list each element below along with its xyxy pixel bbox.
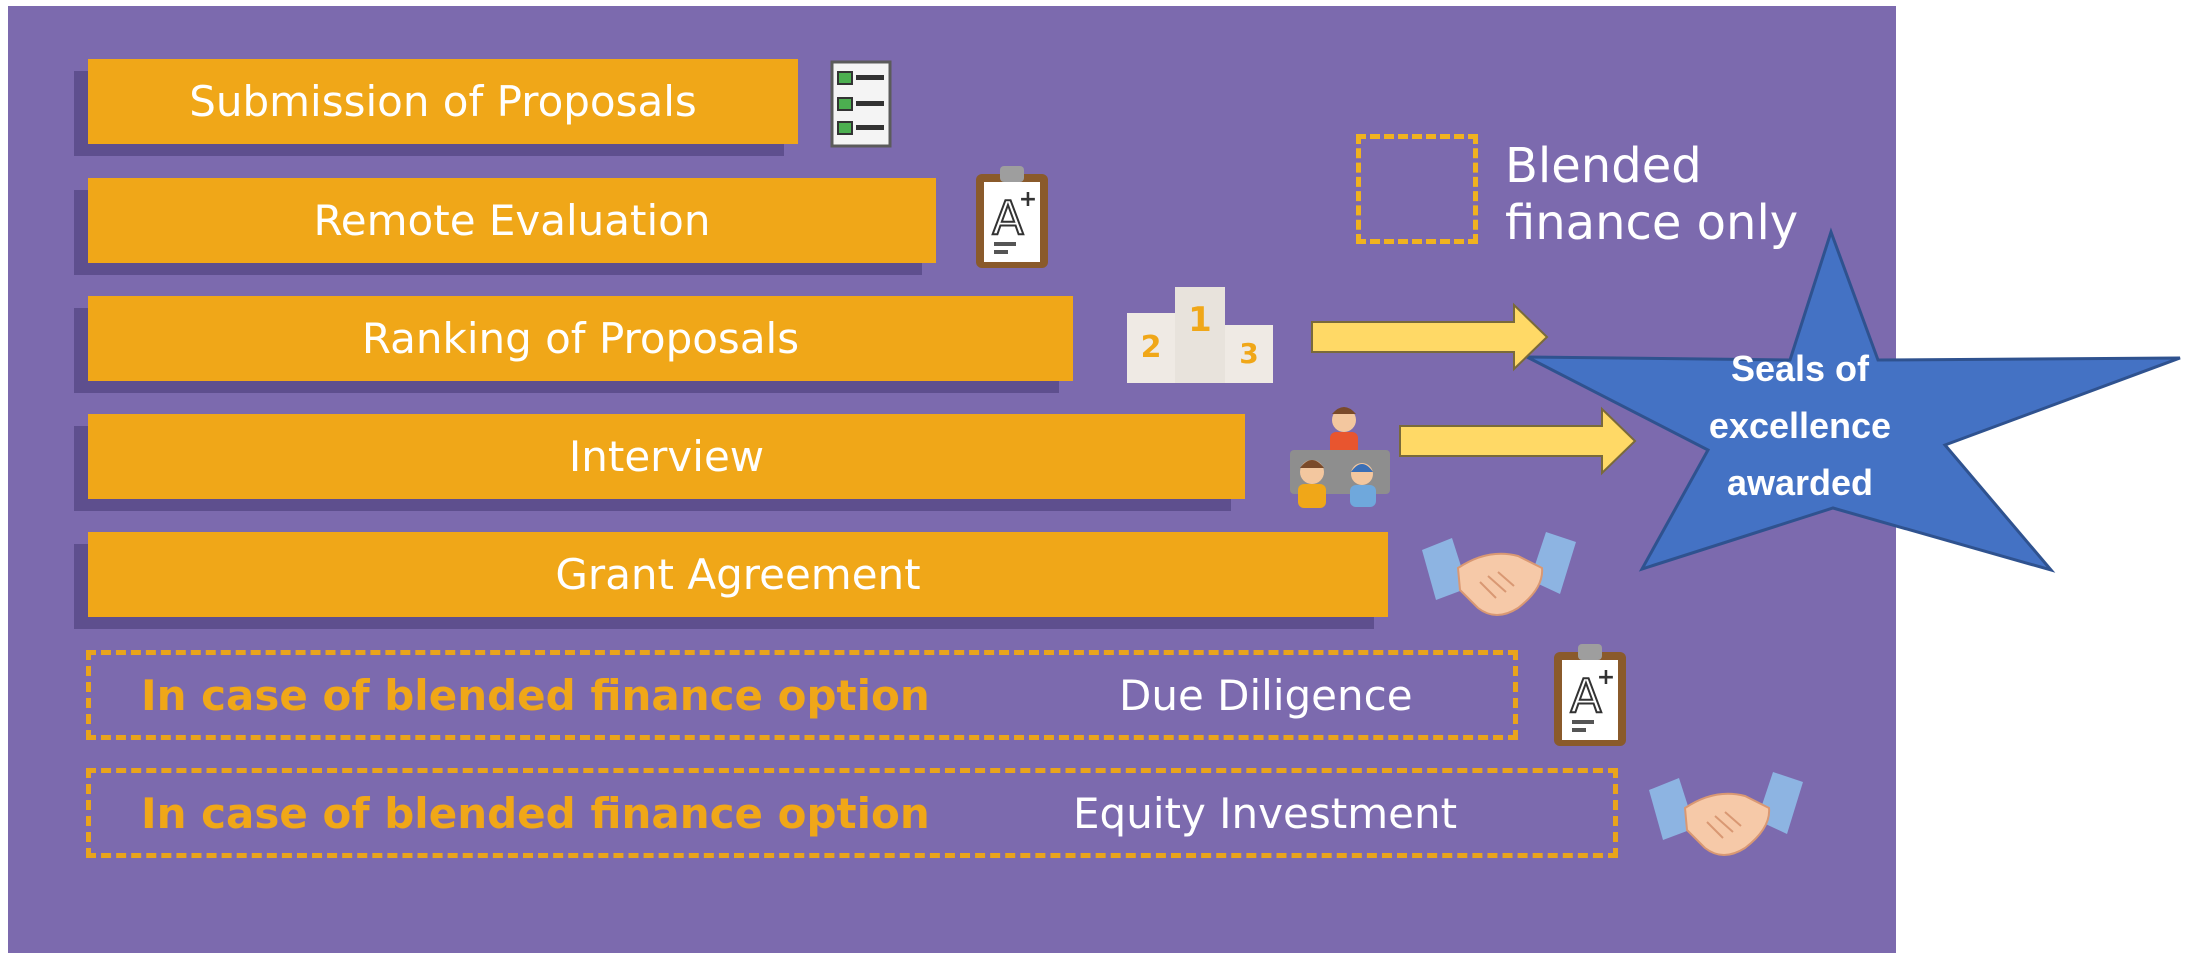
- arrow-interview-to-seal: [1399, 406, 1637, 476]
- step-submission: Submission of Proposals: [88, 59, 798, 144]
- star-line: Seals of: [1730, 348, 1870, 389]
- graded-clipboard-icon: A +: [1554, 644, 1626, 746]
- star-line: excellence: [1708, 405, 1892, 446]
- blended-row-equity-investment: In case of blended finance option Equity…: [86, 768, 1618, 858]
- podium-third: 3: [1239, 337, 1258, 370]
- interview-icon: [1290, 407, 1390, 508]
- legend-dashed-swatch: [1356, 134, 1478, 244]
- svg-text:A: A: [992, 191, 1024, 245]
- step-label: Interview: [568, 432, 765, 481]
- seal-star-label: Seals of excellence awarded: [1700, 340, 1900, 511]
- graded-clipboard-icon: A +: [976, 166, 1048, 268]
- blended-condition-label: In case of blended finance option: [141, 670, 930, 720]
- blended-step-label: Equity Investment: [1073, 788, 1458, 838]
- svg-text:+: +: [1597, 665, 1615, 690]
- blended-step-label: Due Diligence: [1119, 670, 1413, 720]
- blended-row-due-diligence: In case of blended finance option Due Di…: [86, 650, 1518, 740]
- podium-second: 2: [1141, 330, 1162, 365]
- step-remote-evaluation: Remote Evaluation: [88, 178, 936, 263]
- handshake-icon: [1422, 532, 1576, 616]
- star-line: awarded: [1726, 462, 1874, 503]
- blended-condition-label: In case of blended finance option: [141, 788, 930, 838]
- podium-icon: 1 2 3: [1127, 287, 1273, 383]
- step-grant-agreement: Grant Agreement: [88, 532, 1388, 617]
- handshake-icon: [1649, 772, 1803, 856]
- checklist-icon: [830, 60, 892, 148]
- step-label: Grant Agreement: [555, 550, 921, 599]
- step-label: Submission of Proposals: [189, 77, 697, 126]
- step-label: Ranking of Proposals: [361, 314, 800, 363]
- step-ranking: Ranking of Proposals: [88, 296, 1073, 381]
- svg-text:+: +: [1019, 187, 1037, 212]
- legend-line: Blended: [1505, 138, 1702, 194]
- legend-line: finance only: [1505, 195, 1799, 251]
- svg-text:A: A: [1570, 669, 1602, 723]
- legend-label: Blended finance only: [1505, 138, 1798, 252]
- step-label: Remote Evaluation: [313, 196, 711, 245]
- arrow-ranking-to-seal: [1311, 302, 1549, 372]
- step-interview: Interview: [88, 414, 1245, 499]
- podium-first: 1: [1188, 300, 1212, 340]
